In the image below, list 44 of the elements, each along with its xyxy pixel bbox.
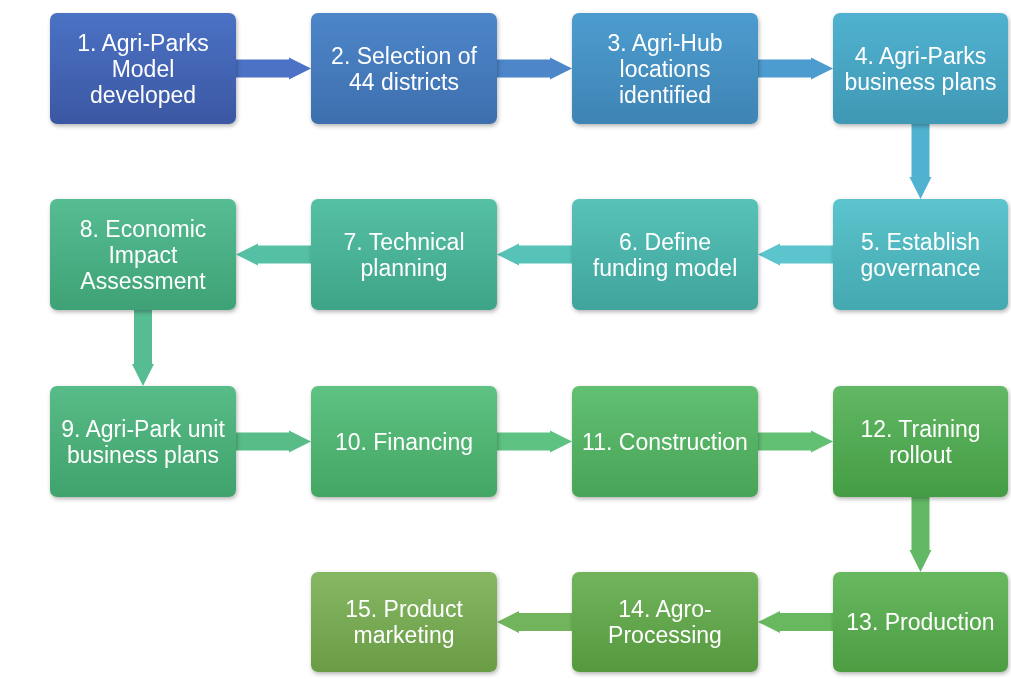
block-arrow bbox=[497, 57, 572, 80]
process-box bbox=[572, 386, 758, 497]
block-arrow bbox=[132, 310, 154, 386]
process-box bbox=[572, 199, 758, 310]
block-arrow bbox=[236, 430, 311, 453]
process-box bbox=[311, 13, 497, 124]
process-box bbox=[50, 386, 236, 497]
block-arrow bbox=[236, 243, 311, 266]
block-arrow bbox=[758, 57, 833, 80]
process-box bbox=[311, 199, 497, 310]
step-label: 13. Production bbox=[846, 609, 995, 635]
process-box bbox=[833, 572, 1008, 672]
block-arrow bbox=[236, 57, 311, 80]
process-box bbox=[572, 13, 758, 124]
step-label: 14. Agro-Processing bbox=[607, 596, 723, 648]
step-label: 9. Agri-Park unit business plans bbox=[60, 415, 226, 468]
step-label: 10. Financing bbox=[334, 428, 474, 455]
step-label: 7. Technical planning bbox=[342, 228, 466, 281]
step-label: 15. Product marketing bbox=[344, 596, 464, 648]
process-box bbox=[833, 386, 1008, 497]
process-box bbox=[833, 199, 1008, 310]
block-arrow bbox=[758, 430, 833, 453]
step-label: 8. Economic Impact Assessment bbox=[78, 215, 208, 294]
block-arrow bbox=[497, 243, 572, 266]
block-arrow bbox=[758, 243, 833, 266]
block-arrow bbox=[909, 124, 932, 199]
process-box bbox=[833, 13, 1008, 124]
process-box bbox=[50, 13, 236, 124]
block-arrow bbox=[497, 430, 572, 453]
block-arrow bbox=[909, 497, 932, 572]
step-label: 3. Agri-Hub locations identified bbox=[606, 29, 724, 108]
step-label: 11. Construction bbox=[582, 428, 748, 455]
block-arrow bbox=[497, 611, 572, 633]
step-label: 12. Training rollout bbox=[859, 415, 982, 468]
step-label: 6. Define funding model bbox=[591, 228, 739, 281]
process-box bbox=[50, 199, 236, 310]
process-box bbox=[311, 572, 497, 672]
process-box bbox=[572, 572, 758, 672]
step-label: 5. Establish governance bbox=[859, 228, 982, 281]
process-box bbox=[311, 386, 497, 497]
step-label: 2. Selection of 44 districts bbox=[330, 42, 478, 95]
block-arrow bbox=[758, 611, 833, 633]
step-label: 1. Agri-Parks Model developed bbox=[76, 29, 210, 108]
step-label: 4. Agri-Parks business plans bbox=[843, 42, 998, 95]
